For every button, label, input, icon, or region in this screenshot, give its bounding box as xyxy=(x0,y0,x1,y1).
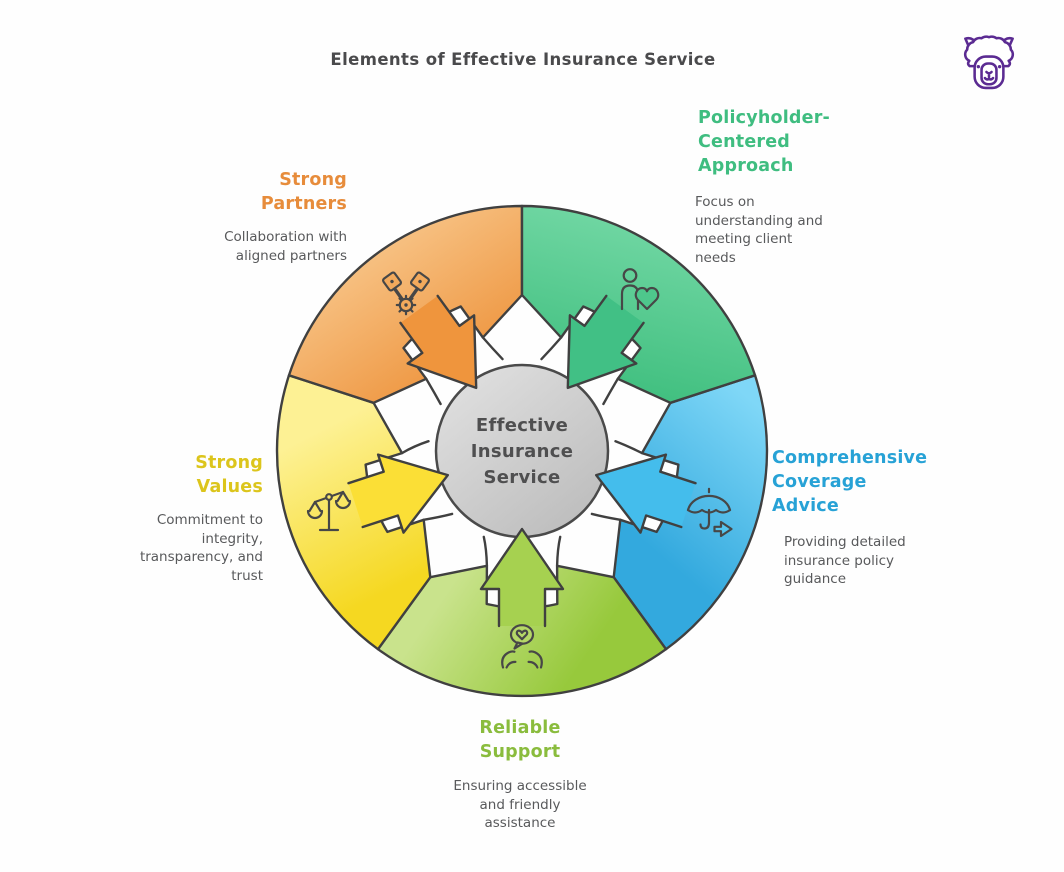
description-comprehensive-coverage: Providing detailed insurance policy guid… xyxy=(784,534,906,587)
pistons-gear-icon xyxy=(381,271,431,316)
person-heart-icon xyxy=(620,268,660,311)
description-strong-partners: Collaboration with aligned partners xyxy=(224,229,347,264)
arrow-coverage-inward xyxy=(595,453,697,534)
hub-label: Effective Insurance Service xyxy=(470,415,574,488)
umbrella-arrow-icon xyxy=(686,487,733,538)
heading-strong-values: Strong Values xyxy=(195,453,263,497)
arrow-values-inward xyxy=(347,453,449,534)
heading-comprehensive-coverage: Comprehensive Coverage Advice xyxy=(772,448,928,516)
alpaca-logo-icon xyxy=(963,35,1015,90)
description-reliable-support: Ensuring accessible and friendly assista… xyxy=(453,778,587,831)
description-strong-values: Commitment to integrity, transparency, a… xyxy=(139,512,263,584)
white-flow-arrows xyxy=(400,336,644,567)
heading-strong-partners: Strong Partners xyxy=(260,170,347,214)
scales-icon xyxy=(306,490,352,532)
arrow-partners-inward xyxy=(399,294,478,390)
hands-heart-icon xyxy=(501,624,543,669)
heading-reliable-support: Reliable Support xyxy=(479,718,561,762)
arrow-support-inward xyxy=(479,527,565,628)
description-policyholder-approach: Focus on understanding and meeting clien… xyxy=(695,194,823,266)
heading-policyholder-approach: Policyholder- Centered Approach xyxy=(698,108,830,176)
page-title: Elements of Effective Insurance Service xyxy=(330,50,716,69)
arrow-policyholder-inward xyxy=(566,294,645,390)
